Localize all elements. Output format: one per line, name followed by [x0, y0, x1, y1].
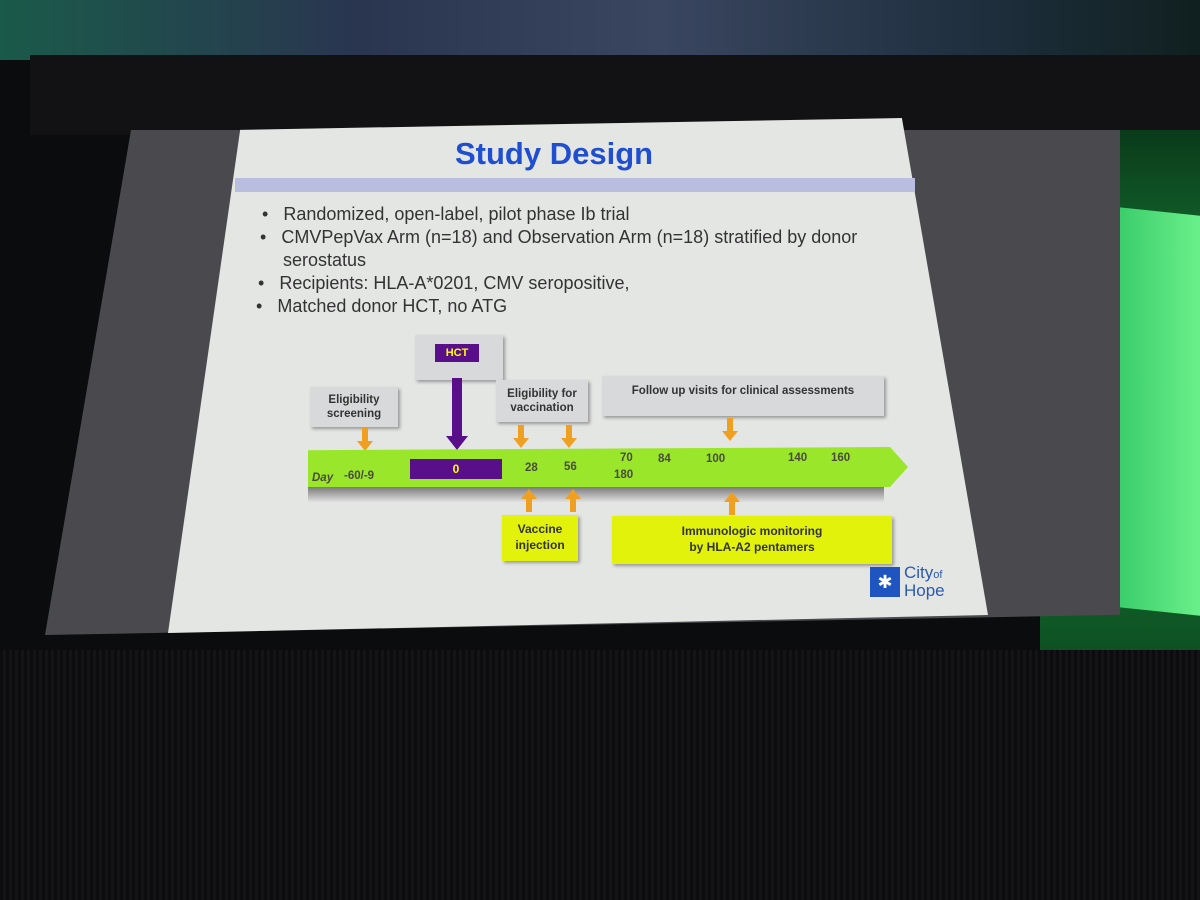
- stage-truss: [30, 55, 1200, 135]
- day-zero-marker: 0: [410, 459, 502, 479]
- day-pre: -60/-9: [344, 470, 375, 482]
- day-70: 70: [620, 452, 633, 464]
- down-arrow-icon: [722, 418, 738, 441]
- down-arrow-icon: [357, 428, 373, 451]
- title-divider: [235, 178, 915, 192]
- up-arrow-icon: [568, 490, 578, 512]
- timeline-shadow: [308, 484, 884, 502]
- bullet-1: • Randomized, open-label, pilot phase Ib…: [262, 204, 630, 224]
- up-arrow-icon: [524, 490, 534, 512]
- up-arrow-icon: [727, 493, 737, 515]
- bullet-3: • Recipients: HLA-A*0201, CMV seropositi…: [258, 273, 630, 293]
- stage-drape: [0, 650, 1200, 900]
- day-160: 160: [831, 452, 851, 464]
- bullet-2-cont: serostatus: [283, 250, 367, 270]
- down-arrow-icon: [513, 425, 529, 448]
- day-180: 180: [614, 469, 634, 481]
- hct-label: HCT: [435, 344, 479, 362]
- venue-ceiling: [0, 0, 1200, 60]
- day-84: 84: [658, 453, 671, 465]
- hct-arrowhead-icon: [446, 436, 468, 450]
- day-label: Day: [312, 472, 334, 484]
- day-28: 28: [525, 462, 538, 474]
- bullet-2: • CMVPepVax Arm (n=18) and Observation A…: [260, 227, 858, 247]
- hct-arrow-icon: [452, 378, 462, 438]
- slide-title: Study Design: [455, 136, 654, 171]
- day-100: 100: [706, 453, 726, 465]
- timeline-bar: [308, 447, 908, 487]
- family-icon: ✱: [870, 567, 900, 597]
- day-56: 56: [564, 461, 577, 473]
- down-arrow-icon: [561, 425, 577, 448]
- day-140: 140: [788, 452, 808, 464]
- bullet-4: • Matched donor HCT, no ATG: [256, 296, 508, 316]
- follow-up-box: Follow up visits for clinical assessment…: [602, 376, 884, 416]
